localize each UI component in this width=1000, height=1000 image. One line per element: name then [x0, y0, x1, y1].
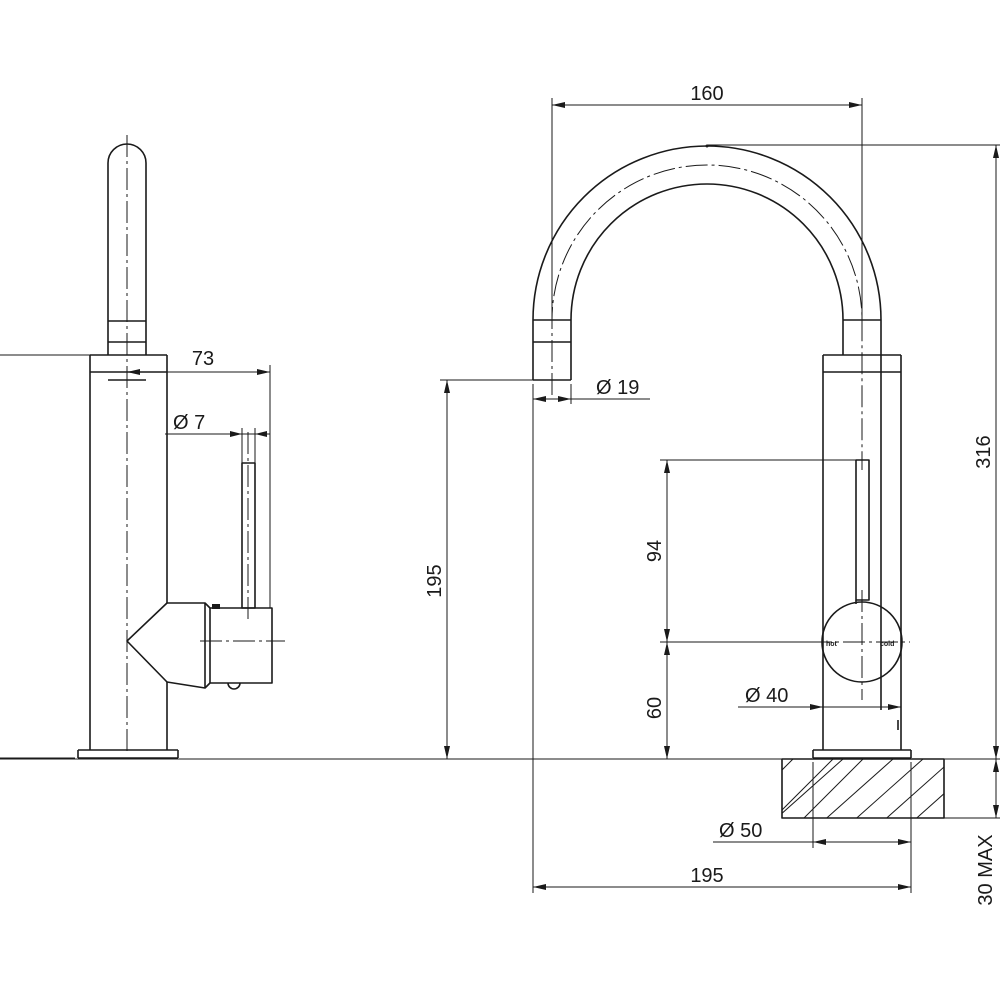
dim-overall-reach-label: 195 [690, 865, 723, 887]
dim-total-height-label: 316 [973, 435, 995, 468]
dim-spout-width-label: 160 [690, 83, 723, 105]
dim-spout-height: 195 [424, 379, 552, 759]
dim-body-height: 60 [644, 642, 670, 759]
dim-body-height-label: 60 [644, 697, 666, 719]
dim-mount-thickness-label: 30 MAX [975, 834, 997, 905]
dim-overall-reach: 195 [532, 404, 912, 893]
hot-label: hot [826, 641, 838, 648]
dim-body-diameter: Ø 40 [738, 685, 901, 710]
dim-spout-width: 160 [551, 83, 863, 320]
front-view: hot cold [0, 83, 1000, 906]
side-spout-tube [107, 135, 147, 755]
dim-lever-height-label: 94 [644, 540, 666, 562]
side-view: 73 Ø 7 [0, 135, 285, 759]
mounting-surface-section [0, 758, 1000, 819]
dim-total-height: 316 [707, 144, 1000, 760]
side-body [77, 354, 179, 759]
cold-label: cold [880, 641, 894, 648]
dim-lever-height: 94 [644, 459, 862, 643]
front-body [812, 354, 912, 759]
dim-base-diameter: Ø 50 [713, 762, 912, 848]
dim-lever-diameter: Ø 7 [165, 412, 270, 463]
dim-mount-thickness: 30 MAX [975, 759, 999, 906]
front-gooseneck-spout [532, 144, 882, 710]
dim-spout-height-label: 195 [424, 564, 446, 597]
dim-spout-diameter-label: Ø 19 [596, 377, 639, 399]
dim-handle-reach: 73 [127, 348, 271, 608]
dim-body-diameter-label: Ø 40 [745, 685, 788, 707]
front-lever-handle: hot cold [810, 459, 910, 700]
side-cartridge-housing [166, 602, 285, 690]
dim-spout-diameter: Ø 19 [532, 377, 650, 404]
dim-base-diameter-label: Ø 50 [719, 820, 762, 842]
side-lever-handle [241, 432, 256, 620]
dim-handle-reach-label: 73 [192, 348, 214, 370]
dim-lever-diameter-label: Ø 7 [173, 412, 205, 434]
